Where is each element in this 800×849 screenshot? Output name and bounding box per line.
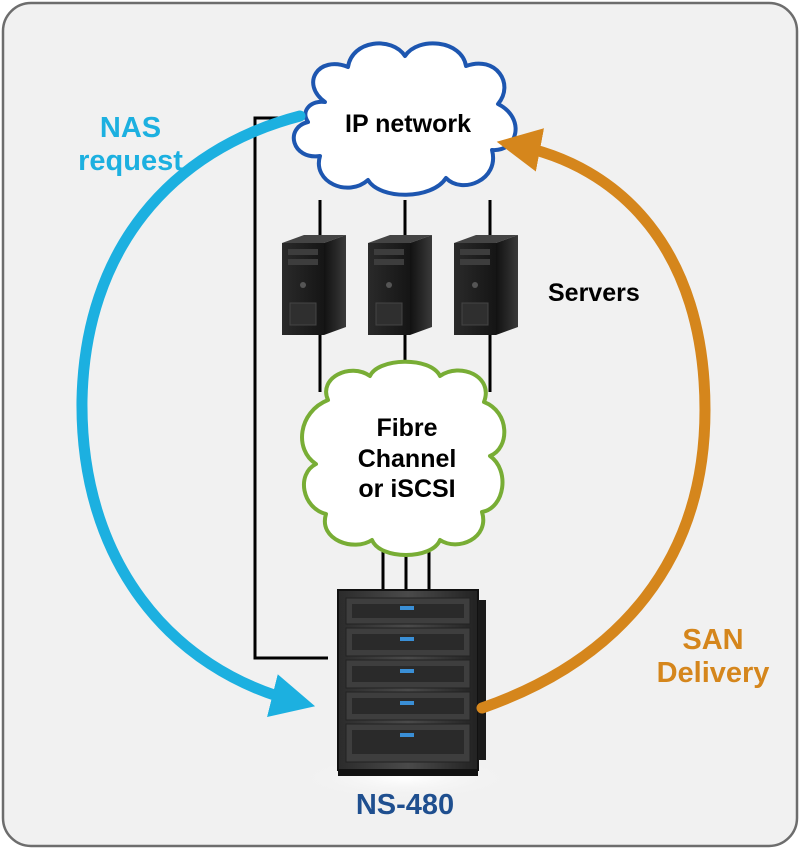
servers-label: Servers (548, 279, 640, 307)
nas-request-label: NAS request (78, 112, 183, 178)
ip-network-cloud (291, 41, 518, 197)
san-delivery-label: SAN Delivery (656, 624, 770, 690)
server-tower-3 (454, 235, 518, 335)
ip-network-label: IP network (345, 110, 471, 138)
nas-request-arrow (76, 110, 316, 717)
storage-model-label: NS-480 (355, 789, 455, 821)
server-tower-2 (368, 235, 432, 335)
storage-rack (337, 589, 486, 776)
fibre-channel-cloud (300, 359, 507, 557)
server-tower-1 (282, 235, 346, 335)
san-delivery-arrow (476, 128, 711, 714)
fibre-channel-label: Fibre Channel or iSCSI (357, 414, 457, 503)
